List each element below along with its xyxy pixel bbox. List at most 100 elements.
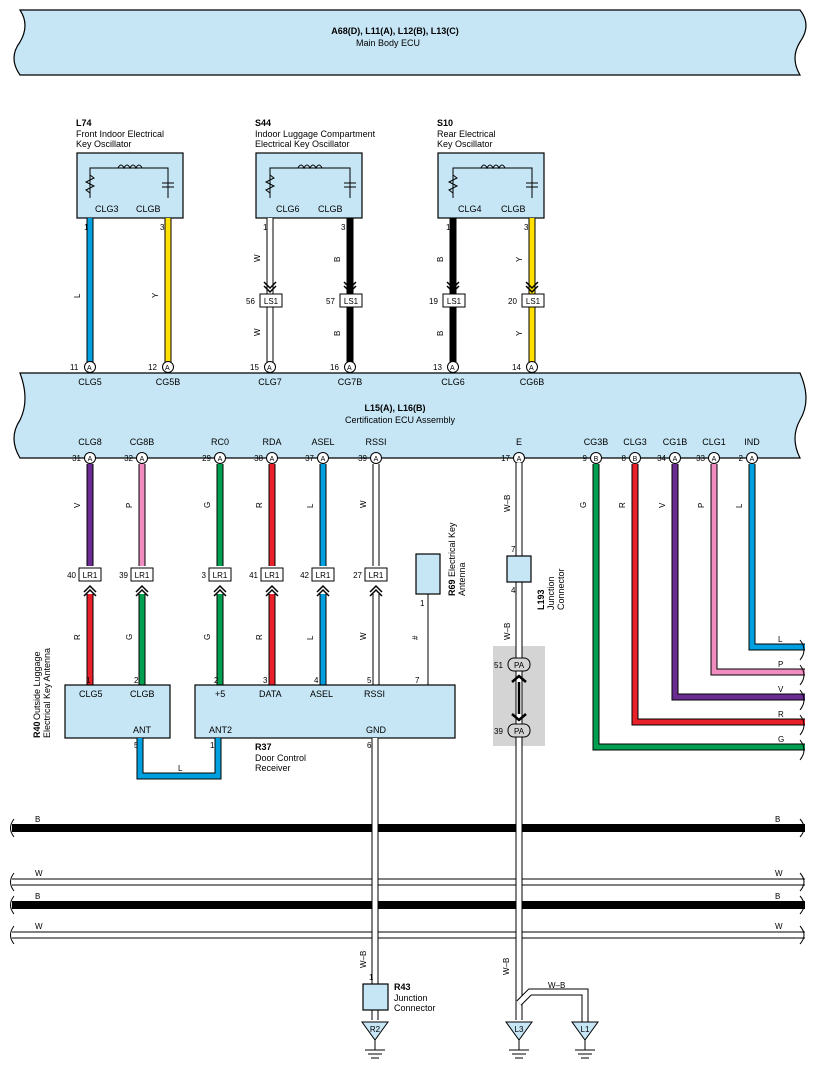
wire-color-label: B — [333, 331, 342, 336]
oscillator-circuit-symbol — [447, 164, 538, 198]
oscillator-s44: S44 Indoor Luggage Compartment Electrica… — [255, 118, 376, 219]
ecu-pin-number: 34 — [657, 454, 666, 463]
pa-connector-top — [507, 657, 531, 672]
ground-label: R2 — [370, 1025, 381, 1034]
ecu-pin-connector — [370, 452, 382, 464]
bus-break-mark — [10, 818, 805, 838]
connector-pin: 19 — [429, 297, 438, 306]
lr1-connector-box — [260, 567, 284, 582]
lr1-connector-box — [78, 567, 102, 582]
oscillator-box — [76, 152, 184, 219]
ecu-pin-connector-letter: A — [750, 456, 755, 463]
r37-pin-label: ASEL — [310, 689, 333, 699]
ecu-pin-connector — [590, 452, 602, 464]
pin-number: 2 — [134, 676, 139, 685]
r37-pin-label: DATA — [259, 689, 282, 699]
ground-l1: L1 — [571, 1021, 599, 1059]
svg-text:A: A — [267, 365, 272, 372]
wire-color-label: W — [359, 500, 368, 508]
ecu-pin-number: 8 — [622, 454, 627, 463]
ecu-bottom-pins: CLG8A31CG8BA32RC0A29RDAA38ASELA37RSSIA39… — [72, 437, 760, 464]
certification-ecu-name: Certification ECU Assembly — [345, 415, 456, 425]
ecu-pin-number: 17 — [501, 454, 510, 463]
wire-color-label: Y — [515, 256, 524, 262]
r69-name-line1: Electrical Key — [447, 522, 457, 577]
oscillator-wires — [86, 218, 536, 362]
ecu-pin-connector — [136, 452, 148, 464]
bus-wire-label-right: B — [775, 815, 780, 824]
connector-arrow — [135, 584, 149, 597]
wire-break-marks — [799, 639, 805, 761]
oscillator-box — [437, 152, 545, 219]
oscillator-name-line2: Electrical Key Oscillator — [255, 139, 350, 149]
r40-antenna-box — [64, 684, 171, 739]
pa-label: PA — [514, 661, 525, 670]
connector-name: LS1 — [344, 297, 359, 306]
pin-number: 1 — [369, 973, 374, 982]
svg-text:A: A — [347, 365, 352, 372]
r69-code: R69 — [447, 579, 457, 596]
connector-arrow — [265, 584, 279, 597]
oscillator-name-line1: Rear Electrical — [437, 129, 496, 139]
ecu-pin-connector — [317, 452, 329, 464]
r43-name-line1: Junction — [394, 993, 428, 1003]
wire-clg1 — [710, 464, 805, 676]
ecu-pin-number: 11 — [70, 363, 79, 372]
ls1-connector-box — [442, 293, 466, 308]
wire-color-label: L — [306, 635, 315, 640]
wire-color-label: P — [125, 503, 134, 508]
ecu-pin-connector — [84, 452, 96, 464]
wire-color-label: P — [778, 660, 783, 669]
pin-number: 3 — [263, 676, 268, 685]
wire-color-label: V — [778, 685, 784, 694]
ecu-pin-connector-letter: A — [517, 456, 522, 463]
svg-text:A: A — [87, 365, 92, 372]
bus-wire-label-left: B — [35, 815, 40, 824]
ecu-pin-label: E — [516, 437, 522, 447]
wire-color-label: B — [436, 331, 445, 336]
connector-name: LR1 — [369, 571, 384, 580]
r43-name-line2: Connector — [394, 1003, 436, 1013]
ecu-pin-connector-letter: A — [270, 456, 275, 463]
ls1-connector-box — [259, 293, 283, 308]
wire-color-label: G — [203, 634, 212, 640]
ecu-pin-connector — [214, 452, 226, 464]
bus-break-mark — [10, 925, 805, 945]
wire-color-label: V — [658, 502, 667, 508]
ecu-pin-number: 9 — [583, 454, 588, 463]
connector-pin: 27 — [353, 571, 362, 580]
pin-number: 51 — [494, 661, 503, 670]
pin-number: 3 — [524, 223, 529, 232]
connector-arrow — [213, 584, 227, 597]
wire-color-label: Y — [515, 330, 524, 336]
connector-name: LR1 — [83, 571, 98, 580]
ecu-pin-number: 38 — [254, 454, 263, 463]
ecu-pin-number: 14 — [512, 363, 521, 372]
r37-ant2-label: ANT2 — [209, 725, 232, 735]
ecu-pin-label: CLG7 — [258, 377, 282, 387]
r40-pin-label: CLG5 — [79, 689, 103, 699]
ecu-pin-connector — [629, 452, 641, 464]
pin-number: 7 — [415, 676, 420, 685]
wire-color-label: B — [333, 257, 342, 262]
ecu-pin-connector-letter: A — [218, 456, 223, 463]
wire-color-label: # — [411, 635, 420, 640]
svg-text:A: A — [165, 365, 170, 372]
l193-junction-box — [506, 555, 532, 583]
connector-name: LR1 — [316, 571, 331, 580]
r40-ant-label: ANT — [133, 725, 152, 735]
wire-color-label: L — [778, 635, 783, 644]
connector-pin: 20 — [508, 297, 517, 306]
oscillator-pin-label-a: CLG6 — [276, 204, 300, 214]
wire-color-label: B — [436, 257, 445, 262]
wire-color-label: W — [253, 254, 262, 262]
oscillator-pin-label-b: CLGB — [318, 204, 343, 214]
ecu-pin-label: CLG1 — [702, 437, 726, 447]
ecu-pin-number: 33 — [696, 454, 705, 463]
ls1-connectors — [263, 281, 539, 294]
ecu-top-pins — [84, 361, 538, 373]
connector-pin: 40 — [67, 571, 76, 580]
oscillator-s10: S10 Rear Electrical Key Oscillator CLG4 … — [437, 118, 545, 219]
